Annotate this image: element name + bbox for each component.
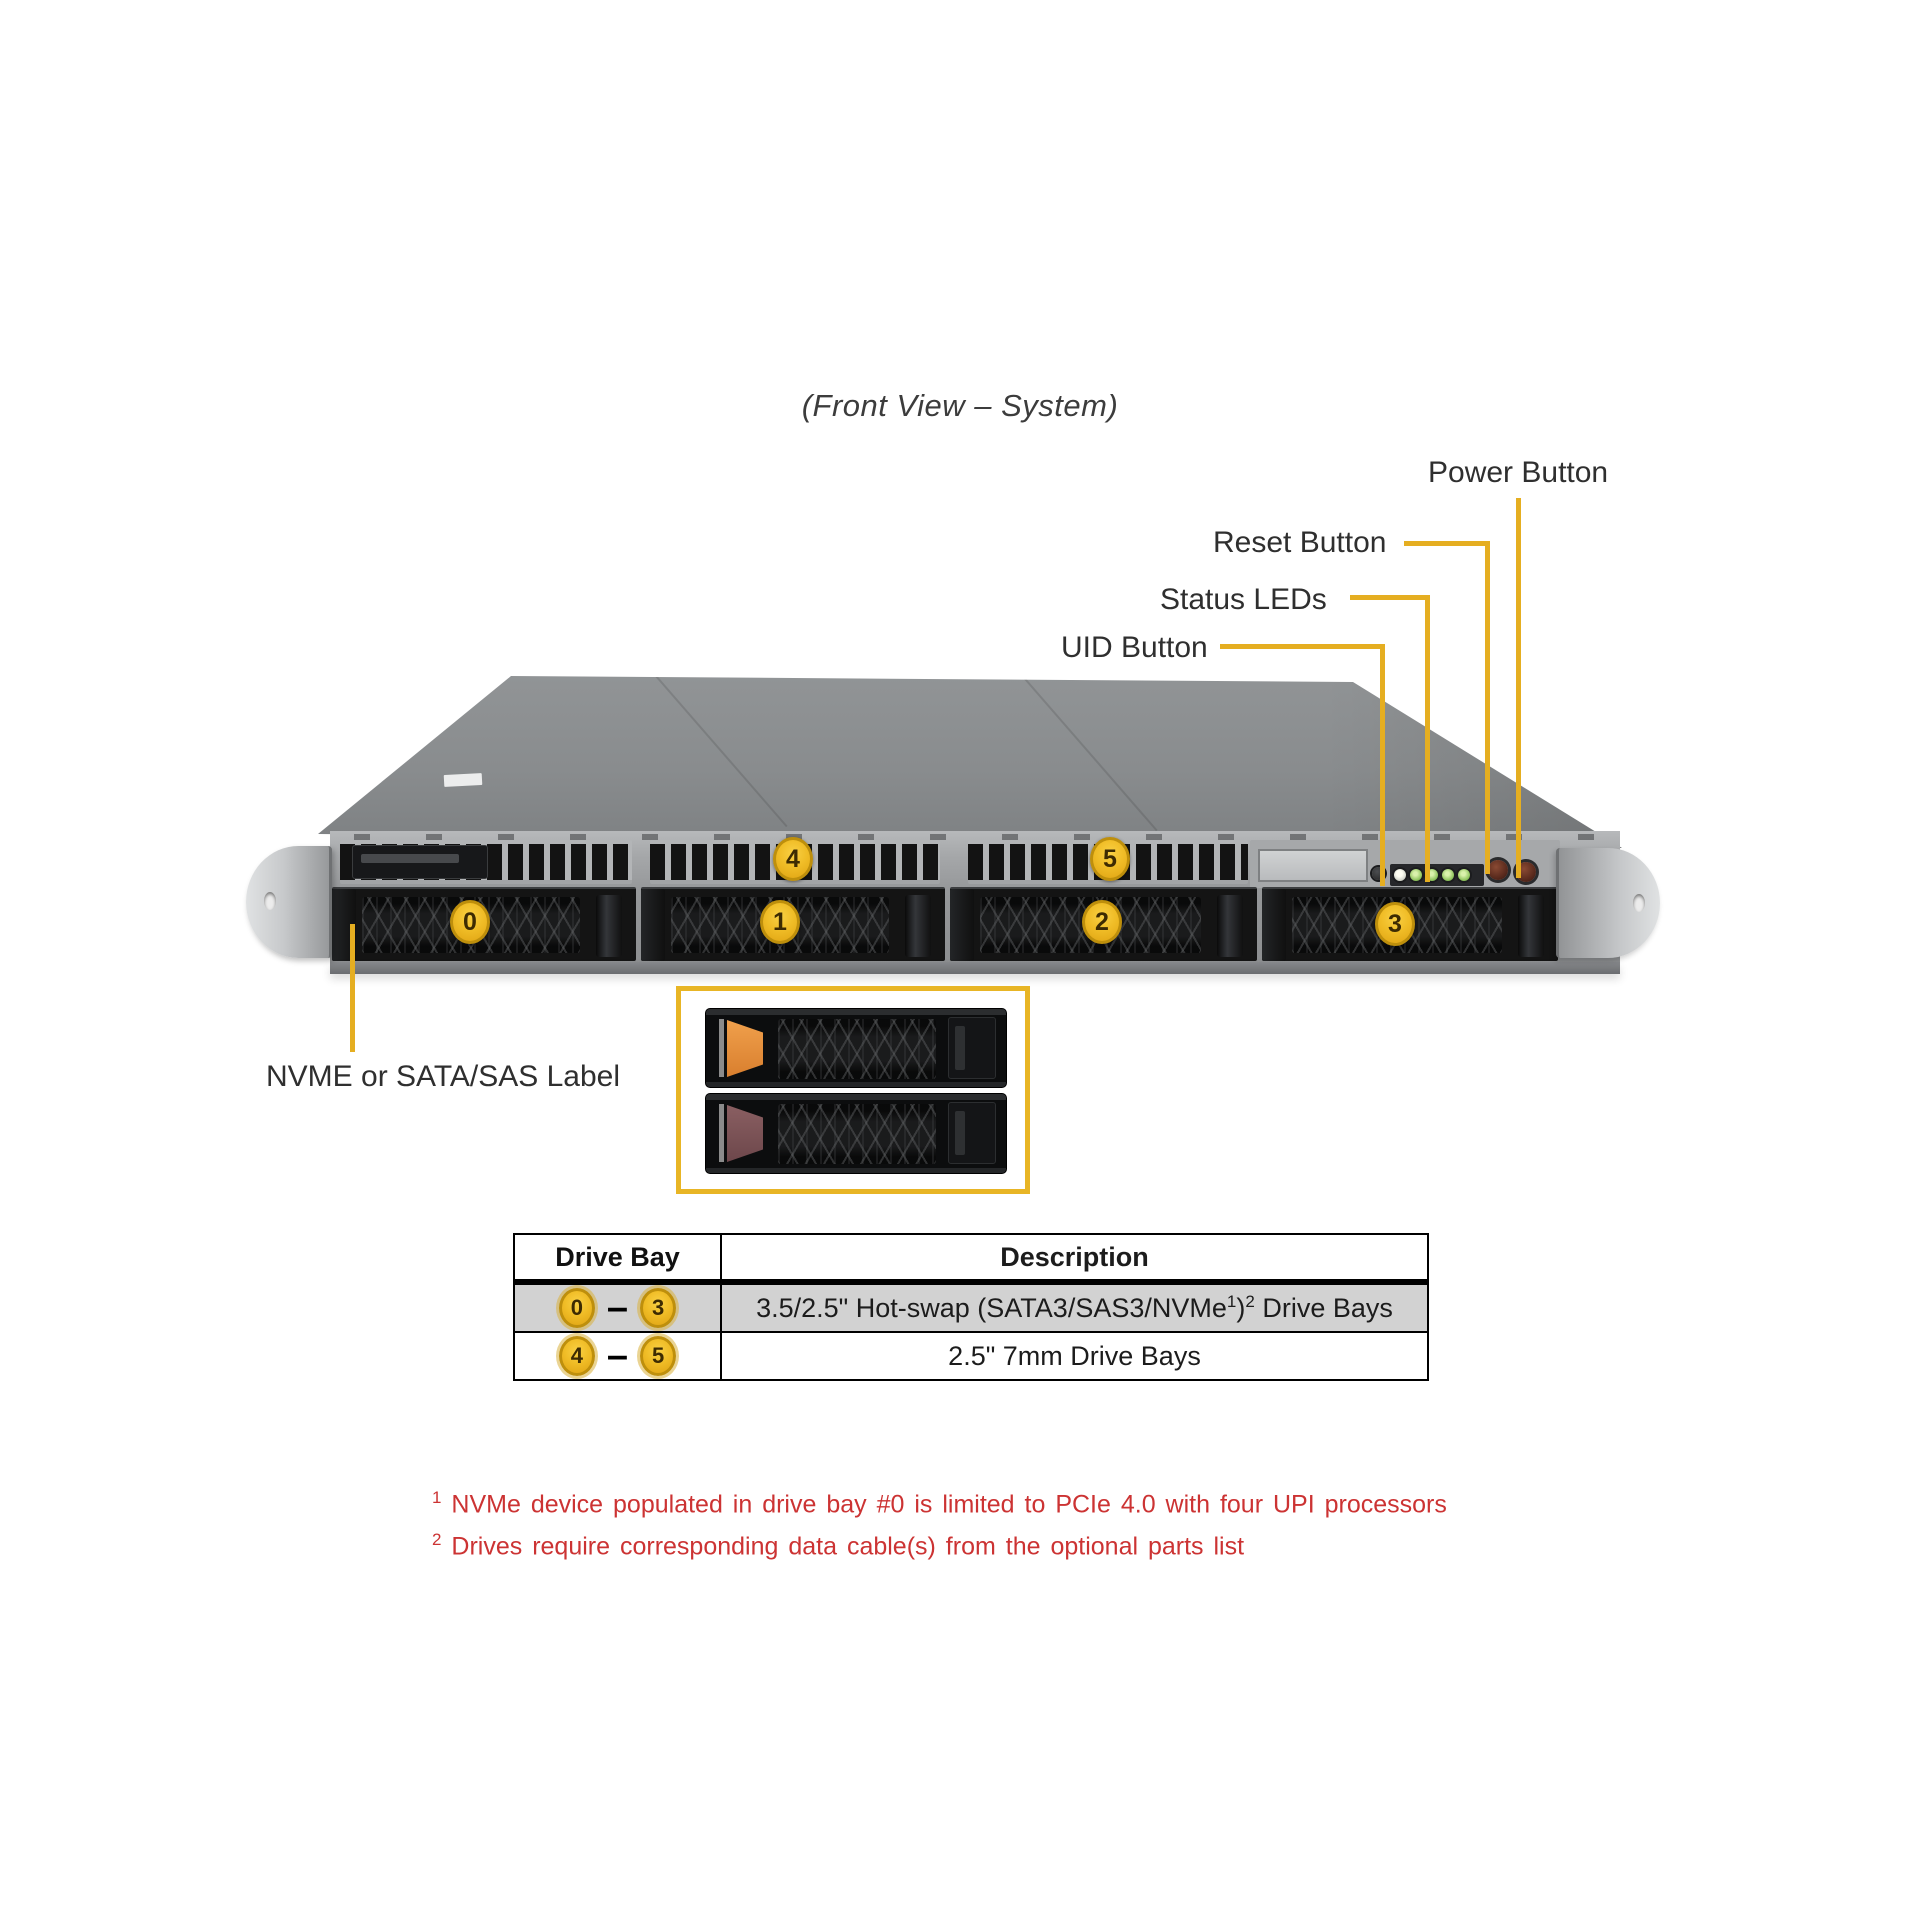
power-button-label: Power Button (1428, 456, 1609, 489)
footnote-sup-2: 2 (432, 1530, 442, 1550)
drive-grille (778, 1019, 936, 1079)
service-tag-pullout (352, 845, 488, 879)
bay-range-start: 0 (558, 1288, 595, 1328)
table-row: 4 – 5 2.5" 7mm Drive Bays (515, 1333, 1427, 1379)
drive-bay-0 (332, 887, 636, 961)
drive-latch (948, 1017, 996, 1079)
front-panel-plate (1258, 849, 1368, 882)
power-button-control (1516, 862, 1536, 882)
screw-slot-row (354, 834, 1594, 840)
drive-grille (778, 1104, 936, 1164)
drive-light-strip (719, 1104, 724, 1162)
description-text: Drive Bays (1254, 1293, 1393, 1323)
drive-latch (948, 1102, 996, 1164)
drive-edge (706, 1094, 1006, 1100)
rack-ear-left (246, 846, 332, 958)
reset-button-label: Reset Button (1213, 526, 1387, 559)
chassis-sticker (443, 773, 483, 787)
description-cell: 3.5/2.5" Hot-swap (SATA3/SAS3/NVMe1)2 Dr… (722, 1292, 1427, 1324)
reset-button-callout-line (1404, 541, 1490, 546)
status-leds-label: Status LEDs (1160, 583, 1327, 616)
drive-edge (706, 1009, 1006, 1015)
uid-button-callout-line (1220, 644, 1385, 649)
info-led-icon (1394, 869, 1406, 881)
rack-ear-hole (1633, 894, 1645, 912)
table-header-row: Drive Bay Description (515, 1235, 1427, 1285)
bay-marker-0: 0 (450, 900, 490, 944)
inset-drive-bottom (705, 1093, 1007, 1174)
bay-range-end: 5 (640, 1336, 677, 1376)
footnotes: 1 NVMe device populated in drive bay #0 … (432, 1480, 1447, 1565)
description-cell: 2.5" 7mm Drive Bays (722, 1340, 1427, 1372)
service-tag-bar (361, 854, 459, 863)
diagram-title: (Front View – System) (801, 388, 1119, 423)
drive-bay-latch (596, 895, 622, 957)
rack-ear-right (1556, 848, 1660, 958)
bay-end-cap (1262, 889, 1286, 961)
reset-button-callout-line (1485, 541, 1490, 874)
drive-detail-inset (676, 986, 1030, 1194)
chassis-shading (1322, 676, 1622, 848)
reset-button-control (1488, 860, 1508, 880)
drive-light-strip (719, 1019, 724, 1077)
drive-edge (706, 1082, 1006, 1087)
footnote-2: 2 Drives require corresponding data cabl… (432, 1522, 1447, 1564)
uid-button-label: UID Button (1061, 631, 1208, 664)
footnote-1: 1 NVMe device populated in drive bay #0 … (432, 1480, 1447, 1522)
description-text: ) (1236, 1293, 1246, 1323)
drive-bay-latch (905, 895, 931, 957)
description-text: 3.5/2.5" Hot-swap (SATA3/SAS3/NVMe (756, 1293, 1227, 1323)
bay-marker-3: 3 (1375, 902, 1415, 946)
footnote-ref-2: 2 (1245, 1292, 1255, 1311)
column-header-description: Description (1000, 1241, 1149, 1272)
bay-range-cell: 4 – 5 (515, 1333, 722, 1379)
status-led-strip (1390, 864, 1484, 886)
footnote-text-2: Drives require corresponding data cable(… (441, 1532, 1245, 1561)
drive-bay-table: Drive Bay Description 0 – 3 3.5/2.5" Hot… (513, 1233, 1429, 1381)
inset-drive-top (705, 1008, 1007, 1088)
bay-range-cell: 0 – 3 (515, 1285, 722, 1331)
column-header-drive-bay: Drive Bay (515, 1235, 722, 1279)
drive-bay-latch (1518, 895, 1544, 957)
bay-marker-1: 1 (760, 900, 800, 944)
table-row: 0 – 3 3.5/2.5" Hot-swap (SATA3/SAS3/NVMe… (515, 1285, 1427, 1333)
bay-end-cap (950, 889, 974, 961)
status-leds-callout-line (1350, 595, 1430, 600)
bay-range-start: 4 (558, 1336, 595, 1376)
bay-range-end: 3 (640, 1288, 677, 1328)
status-led-icon (1458, 869, 1470, 881)
footnote-text-1: NVMe device populated in drive bay #0 is… (441, 1490, 1447, 1519)
bay-marker-4: 4 (773, 837, 813, 881)
status-led-icon (1442, 869, 1454, 881)
chassis-base-strip (330, 962, 1620, 974)
status-leds-callout-line (1425, 595, 1430, 882)
footnote-ref-1: 1 (1226, 1292, 1237, 1311)
drive-bay-row (330, 887, 1620, 961)
drive-label-callout-line (350, 924, 355, 1052)
uid-button-callout-line (1380, 644, 1385, 886)
sata-sas-label-chip (727, 1105, 763, 1162)
chassis-seam (1018, 676, 1158, 832)
drive-edge (706, 1168, 1006, 1173)
bay-marker-2: 2 (1082, 900, 1122, 944)
power-button-callout-line (1516, 498, 1521, 878)
status-led-icon (1410, 869, 1422, 881)
bay-end-cap (641, 889, 665, 961)
drive-type-label: NVME or SATA/SAS Label (266, 1060, 621, 1093)
nvme-label-chip (727, 1020, 763, 1077)
footnote-sup-1: 1 (432, 1488, 442, 1507)
drive-bay-latch (1217, 895, 1243, 957)
front-control-panel (1250, 840, 1560, 888)
bay-marker-5: 5 (1090, 837, 1130, 881)
description-text: 2.5" 7mm Drive Bays (948, 1341, 1201, 1371)
rack-ear-hole (264, 892, 276, 910)
chassis-seam (648, 676, 788, 828)
